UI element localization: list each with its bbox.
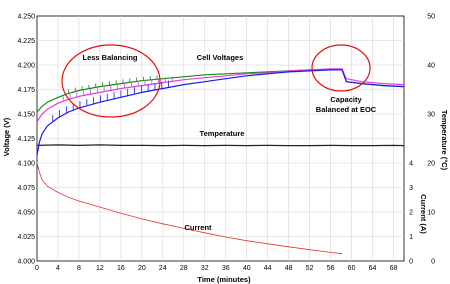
x-tick-label: 20 bbox=[138, 265, 146, 272]
x-tick-label: 44 bbox=[264, 265, 272, 272]
series-line-blue bbox=[36, 69, 405, 156]
y-left-tick-label: 4.100 bbox=[17, 161, 35, 168]
y-left-tick-label: 4.050 bbox=[17, 210, 35, 217]
y-axis-left-label: Voltage (V) bbox=[2, 117, 11, 156]
annotation-temperature: Temperature bbox=[200, 129, 245, 138]
series-line-black bbox=[36, 144, 405, 147]
series-line-current bbox=[36, 162, 343, 255]
annotation-cell-voltages: Cell Voltages bbox=[197, 53, 244, 62]
x-tick-label: 8 bbox=[77, 265, 81, 272]
y-left-tick-label: 4.025 bbox=[17, 234, 35, 241]
y-temperature-tick-label: 10 bbox=[427, 210, 435, 217]
y-temperature-tick-label: 30 bbox=[427, 112, 435, 119]
y-left-tick-label: 4.175 bbox=[17, 87, 35, 94]
y-current-tick-label: 0 bbox=[409, 259, 413, 266]
y-current-tick-label: 2 bbox=[409, 210, 413, 217]
y-axis-current-label: Current (A) bbox=[419, 194, 428, 234]
annotation-current: Current bbox=[184, 223, 212, 232]
y-temperature-tick-label: 20 bbox=[427, 161, 435, 168]
x-tick-label: 32 bbox=[201, 265, 209, 272]
x-tick-label: 12 bbox=[96, 265, 104, 272]
annotation-less-balancing: Less Balancing bbox=[82, 53, 137, 62]
x-tick-label: 4 bbox=[56, 265, 60, 272]
annotation-capacity: Capacity bbox=[330, 95, 362, 104]
x-tick-label: 40 bbox=[243, 265, 251, 272]
y-current-tick-label: 3 bbox=[409, 185, 413, 192]
x-tick-label: 36 bbox=[222, 265, 230, 272]
y-axis-temperature-label: Temperature (°C) bbox=[440, 110, 449, 171]
x-tick-label: 56 bbox=[327, 265, 335, 272]
y-left-tick-label: 4.000 bbox=[17, 259, 35, 266]
y-left-tick-label: 4.150 bbox=[17, 112, 35, 119]
x-axis-label: Time (minutes) bbox=[197, 275, 251, 284]
y-left-tick-label: 4.250 bbox=[17, 14, 35, 21]
annotation-balanced-at-eoc: Balanced at EOC bbox=[316, 105, 377, 114]
x-tick-label: 16 bbox=[117, 265, 125, 272]
y-left-tick-label: 4.075 bbox=[17, 185, 35, 192]
less-balancing-circle bbox=[61, 44, 161, 118]
x-tick-label: 68 bbox=[390, 265, 398, 272]
x-tick-label: 52 bbox=[306, 265, 314, 272]
y-temperature-tick-label: 0 bbox=[431, 259, 435, 266]
y-left-tick-label: 4.225 bbox=[17, 38, 35, 45]
grid bbox=[37, 16, 404, 261]
y-current-tick-label: 4 bbox=[409, 161, 413, 168]
balanced-at-eoc-circle bbox=[311, 44, 371, 92]
x-tick-label: 60 bbox=[348, 265, 356, 272]
y-current-tick-label: 1 bbox=[409, 234, 413, 241]
x-tick-label: 24 bbox=[159, 265, 167, 272]
y-temperature-tick-label: 50 bbox=[427, 14, 435, 21]
x-tick-label: 0 bbox=[35, 265, 39, 272]
x-tick-label: 28 bbox=[180, 265, 188, 272]
y-left-tick-label: 4.125 bbox=[17, 136, 35, 143]
y-temperature-tick-label: 40 bbox=[427, 63, 435, 70]
highlight-circles bbox=[61, 44, 371, 118]
x-tick-label: 48 bbox=[285, 265, 293, 272]
x-tick-label: 64 bbox=[369, 265, 377, 272]
y-left-tick-label: 4.200 bbox=[17, 63, 35, 70]
